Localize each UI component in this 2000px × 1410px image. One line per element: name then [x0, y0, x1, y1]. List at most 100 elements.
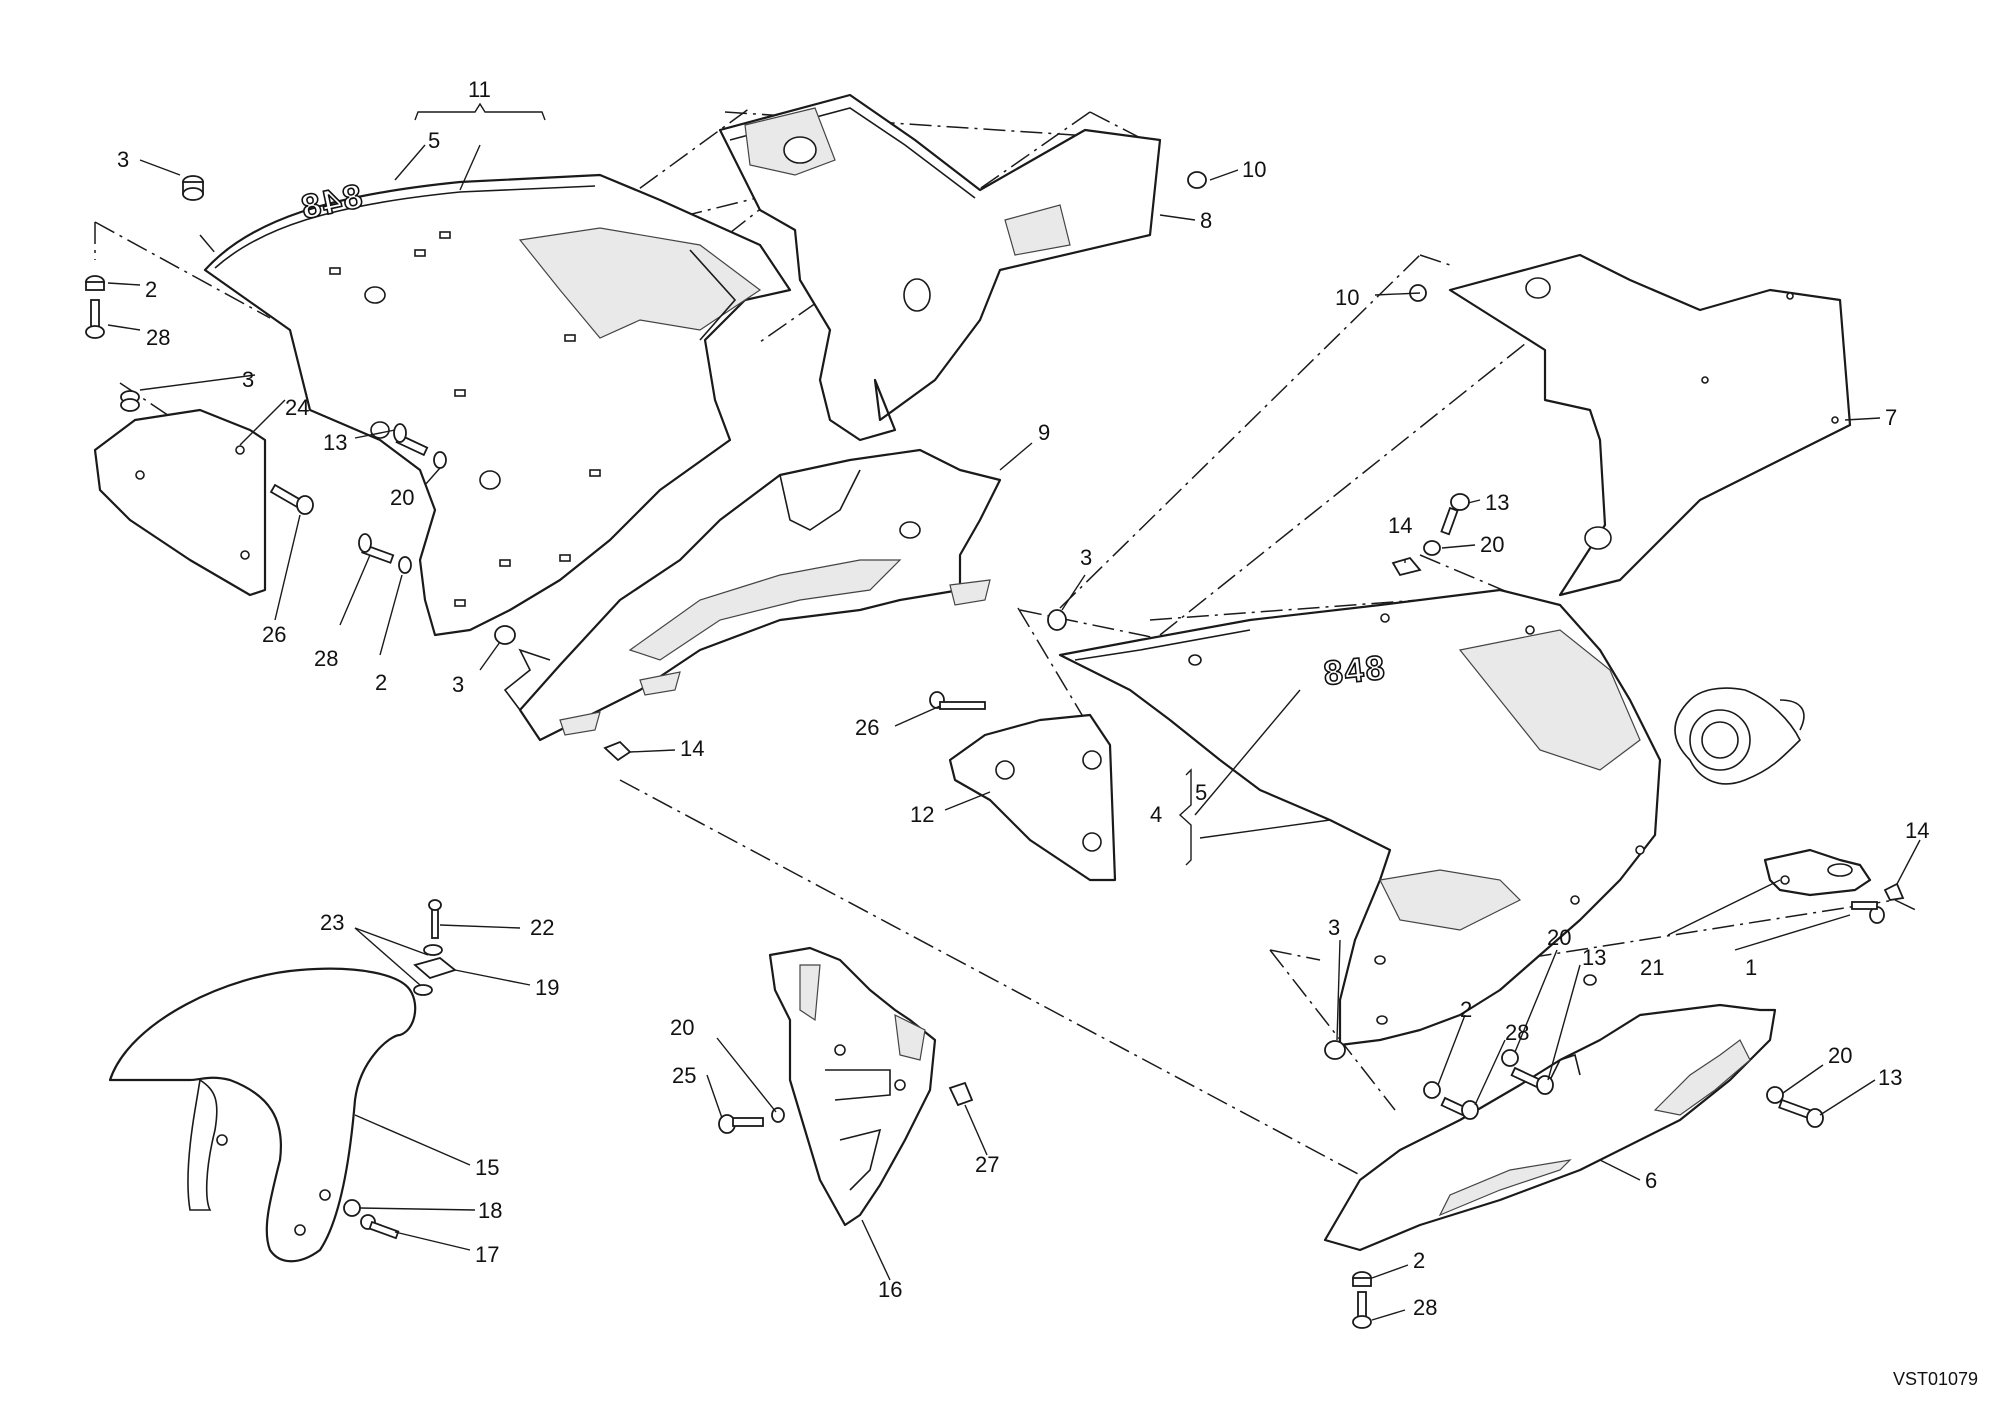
callout-13: 13	[323, 430, 347, 455]
svg-text:848: 848	[1322, 649, 1388, 693]
callout-1: 1	[1745, 955, 1757, 980]
screw-13-lower-right	[1510, 1066, 1554, 1095]
washer-23-upper	[423, 944, 443, 956]
callout-28: 28	[1505, 1020, 1529, 1045]
clip-14-frame	[1883, 882, 1905, 901]
washer-2-upper	[85, 275, 105, 291]
callout-20: 20	[390, 485, 414, 510]
clip-27	[948, 1081, 974, 1107]
screw-25	[718, 1114, 764, 1134]
washer-20-upper	[433, 451, 447, 469]
clip-14-right-upper	[1391, 556, 1422, 577]
callout-20: 20	[1480, 532, 1504, 557]
callout-labels: 11 5 3 2 28 3 24 13 20 26 28 2 3 14 10 8…	[117, 77, 1929, 1320]
callout-20: 20	[1547, 925, 1571, 950]
screw-13-belly	[1778, 1098, 1824, 1128]
clip-14-left	[603, 740, 632, 762]
logo-848-right: 848	[1321, 648, 1389, 694]
callout-27: 27	[975, 1152, 999, 1177]
callout-2: 2	[375, 670, 387, 695]
nut-10-upper	[1187, 171, 1207, 189]
callout-14: 14	[1388, 513, 1412, 538]
callout-5: 5	[1195, 780, 1207, 805]
screw-28-mid	[358, 533, 395, 564]
screw-13-right-upper	[1440, 493, 1470, 536]
callout-10: 10	[1335, 285, 1359, 310]
screw-1-frame	[1851, 901, 1885, 924]
left-belly-pan	[768, 946, 937, 1227]
small-side-panel	[948, 713, 1117, 882]
washer-2-bottom	[1352, 1271, 1372, 1287]
callout-26: 26	[855, 715, 879, 740]
washer-20-belly	[1766, 1086, 1784, 1104]
callout-23: 23	[320, 910, 344, 935]
callout-16: 16	[878, 1277, 902, 1302]
callout-25: 25	[672, 1063, 696, 1088]
callout-3: 3	[1080, 545, 1092, 570]
left-inner-panel	[718, 93, 1162, 442]
grommet-3-mid	[494, 625, 516, 645]
callout-28: 28	[314, 646, 338, 671]
screw-26-left	[269, 483, 314, 515]
screw-22	[428, 899, 442, 939]
washer-18	[343, 1199, 361, 1217]
right-inner-panel	[1448, 253, 1852, 597]
grommet-3-lower-right	[1324, 1040, 1346, 1060]
frame-bracket	[1674, 687, 1872, 897]
screw-28-lower-right	[1440, 1096, 1479, 1120]
callout-26: 26	[262, 622, 286, 647]
reference-code: VST01079	[1892, 1369, 1978, 1389]
callout-18: 18	[478, 1198, 502, 1223]
small-left-panel	[93, 408, 267, 597]
callout-19: 19	[535, 975, 559, 1000]
callout-20: 20	[1828, 1043, 1852, 1068]
callout-12: 12	[910, 802, 934, 827]
callout-13: 13	[1485, 490, 1509, 515]
callout-28: 28	[1413, 1295, 1437, 1320]
washer-23-lower	[413, 984, 433, 996]
callout-22: 22	[530, 915, 554, 940]
right-belly-pan	[1323, 1003, 1777, 1252]
screw-13-upper	[393, 423, 429, 457]
callout-6: 6	[1645, 1168, 1657, 1193]
left-lower-fairing	[503, 448, 1002, 742]
callout-3: 3	[242, 367, 254, 392]
callout-14: 14	[680, 736, 704, 761]
fairing-mount-holes	[329, 231, 601, 607]
fasteners	[85, 171, 1905, 1329]
washer-20-lower-right	[1501, 1049, 1519, 1067]
screw-28-bottom	[1352, 1291, 1372, 1329]
washer-2-lower-right	[1423, 1081, 1441, 1099]
callout-13: 13	[1582, 945, 1606, 970]
grommet-3-right	[1047, 609, 1067, 631]
grommet-3-second	[120, 390, 140, 412]
callout-8: 8	[1200, 208, 1212, 233]
callout-28: 28	[146, 325, 170, 350]
callout-11: 11	[468, 77, 491, 102]
callout-5: 5	[428, 128, 440, 153]
right-main-fairing: 848	[1058, 588, 1662, 1047]
clip-19	[413, 957, 457, 980]
front-mudguard	[108, 967, 417, 1263]
callout-15: 15	[475, 1155, 499, 1180]
screw-17	[360, 1214, 400, 1240]
callout-10: 10	[1242, 157, 1266, 182]
callout-3: 3	[1328, 915, 1340, 940]
screw-28-upper	[85, 299, 105, 339]
callout-13: 13	[1878, 1065, 1902, 1090]
callout-2: 2	[145, 277, 157, 302]
callout-21: 21	[1640, 955, 1664, 980]
callout-2: 2	[1460, 997, 1472, 1022]
callout-14: 14	[1905, 818, 1929, 843]
callout-9: 9	[1038, 420, 1050, 445]
washer-2-mid	[398, 556, 412, 574]
washer-20-right-upper	[1423, 540, 1441, 556]
callout-20: 20	[670, 1015, 694, 1040]
callout-17: 17	[475, 1242, 499, 1267]
callout-2: 2	[1413, 1248, 1425, 1273]
callout-3: 3	[452, 672, 464, 697]
callout-24: 24	[285, 395, 309, 420]
callout-7: 7	[1885, 405, 1897, 430]
callout-3: 3	[117, 147, 129, 172]
